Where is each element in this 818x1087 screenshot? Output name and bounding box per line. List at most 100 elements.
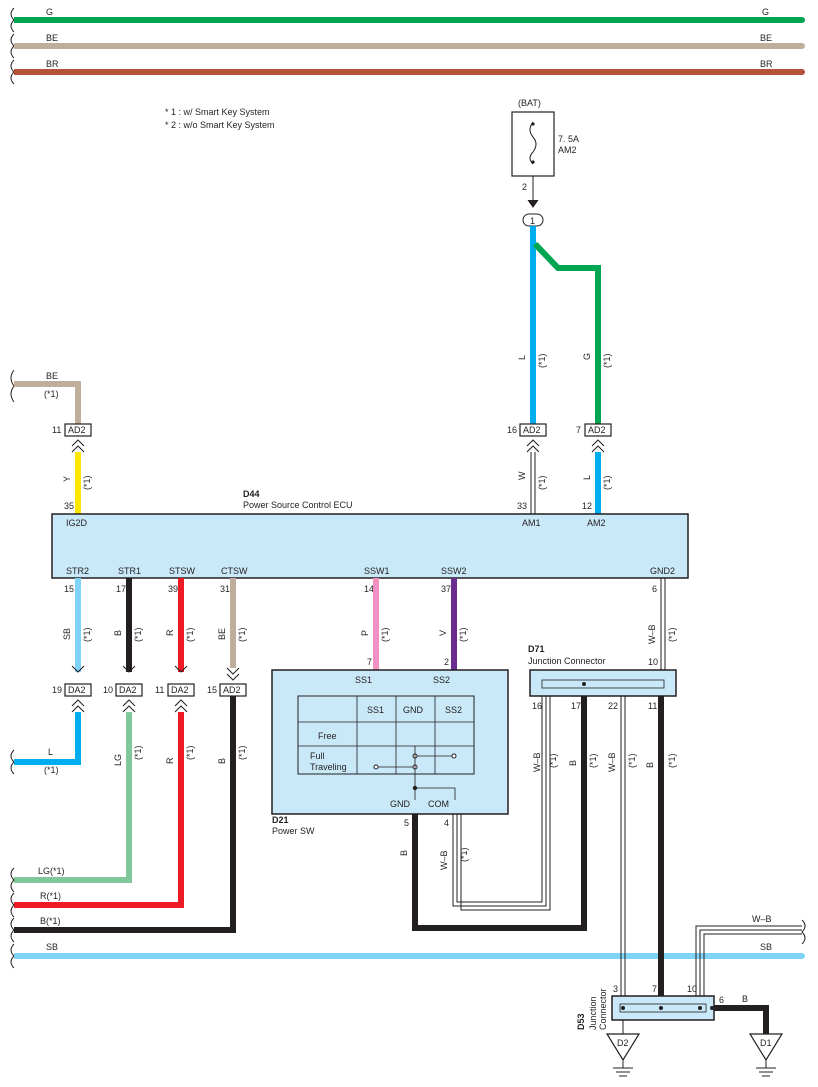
mark-p: (*1) <box>380 627 390 642</box>
top-bus-g: G G <box>10 7 805 33</box>
wire-wb-com: W–B <box>439 850 449 870</box>
mark-v: (*1) <box>458 627 468 642</box>
mark-be-in: (*1) <box>44 389 59 399</box>
wire-r-stsw: R <box>165 629 175 636</box>
bus-label-g-left: G <box>46 7 53 17</box>
sw-id: D21 <box>272 815 289 825</box>
wire-be-in: BE <box>46 371 58 381</box>
wire-wb-gnd2: W–B <box>647 624 657 644</box>
wire-v: V <box>438 630 448 636</box>
conn-ctsw-code: AD2 <box>223 685 241 695</box>
conn-am2-code: AD2 <box>588 425 606 435</box>
wire-l-am2: L <box>582 475 592 480</box>
bus-sb-right: SB <box>760 942 772 952</box>
wire-b-d53: B <box>742 994 748 1004</box>
bus-label-br-right: BR <box>760 59 773 69</box>
conn-str1: DA2 10 <box>103 665 143 713</box>
pin-ssw2: 37 <box>441 584 451 594</box>
d71-name: Junction Connector <box>528 656 606 666</box>
sw-row-full-1: Full <box>310 751 325 761</box>
term-gnd2: GND2 <box>650 566 675 576</box>
conn-ctsw-pin: 15 <box>207 685 217 695</box>
ground-d2: D2 <box>605 1020 641 1077</box>
wire-b-gnd: B <box>399 850 409 856</box>
bus-lg: LG(*1) <box>38 866 65 876</box>
d53-id: D53 <box>576 1013 586 1030</box>
wire-b-ctsw: B <box>217 758 227 764</box>
wire-lg: LG <box>113 754 123 766</box>
top-bus-br: BR BR <box>10 59 805 85</box>
wire-be-ctsw: BE <box>217 628 227 640</box>
bus-r: R(*1) <box>40 891 61 901</box>
wire-l-up: L <box>517 355 527 360</box>
conn-am2: AD2 7 <box>576 423 612 453</box>
term-am1: AM1 <box>522 518 541 528</box>
note-1: * 1 : w/ Smart Key System <box>165 107 270 117</box>
conn-str2: DA2 19 <box>52 665 92 713</box>
mark-sb: (*1) <box>82 627 92 642</box>
pin-stsw: 39 <box>168 584 178 594</box>
sw-gnd-label: GND <box>390 799 411 809</box>
conn-str2-code: DA2 <box>68 685 86 695</box>
sw-row-full-2: Traveling <box>310 762 347 772</box>
sw-gnd-pin: 5 <box>404 818 409 828</box>
ground-d2-label: D2 <box>617 1038 629 1048</box>
ecu-id: D44 <box>243 489 260 499</box>
d71-pin-top: 10 <box>648 657 658 667</box>
conn-am2-pin: 7 <box>576 425 581 435</box>
conn-stsw: DA2 11 <box>155 665 195 713</box>
fuse-name: AM2 <box>558 145 577 155</box>
conn-ctsw: AD2 15 <box>207 683 247 697</box>
wire-b-str1: B <box>113 630 123 636</box>
sw-col-gnd: GND <box>403 705 424 715</box>
d53-name2: Connector <box>598 988 608 1030</box>
conn-ig2d-code: AD2 <box>68 425 86 435</box>
wire-r-low: R <box>165 757 175 764</box>
term-ssw2: SSW2 <box>441 566 467 576</box>
mark-b-str1: (*1) <box>133 627 143 642</box>
sw-com-pin: 4 <box>444 818 449 828</box>
mark-wb-22: (*1) <box>627 753 637 768</box>
term-str2: STR2 <box>66 566 89 576</box>
fuse-pin: 2 <box>522 182 527 192</box>
term-am2: AM2 <box>587 518 606 528</box>
wire-b-11: B <box>645 762 655 768</box>
sw-col-ss1: SS1 <box>367 705 384 715</box>
mark-be-ctsw: (*1) <box>237 627 247 642</box>
d71-pin-22: 22 <box>608 701 618 711</box>
mark-r-stsw: (*1) <box>185 627 195 642</box>
d53-name1: Junction <box>588 996 598 1030</box>
pin-str2: 15 <box>64 584 74 594</box>
mark-l-am2: (*1) <box>602 475 612 490</box>
ecu-d44: D44 Power Source Control ECU IG2D AM1 AM… <box>51 489 689 579</box>
conn-str1-pin: 10 <box>103 685 113 695</box>
wire-p: P <box>360 630 370 636</box>
wire-wb-16: W–B <box>532 752 542 772</box>
sw-col-ss2: SS2 <box>445 705 462 715</box>
d71-pin-11: 11 <box>648 701 657 711</box>
d53-pin-3: 3 <box>613 984 618 994</box>
mark-wb-16: (*1) <box>548 753 558 768</box>
sw-ss2-label: SS2 <box>433 675 450 685</box>
pin-am1: 33 <box>517 501 527 511</box>
term-ig2d: IG2D <box>66 518 88 528</box>
power-sw-d21: SS1 SS2 SS1 GND SS2 Free Full Traveling … <box>271 669 509 836</box>
d53-pin-7: 7 <box>652 984 657 994</box>
mark-l-up: (*1) <box>537 353 547 368</box>
conn-stsw-pin: 11 <box>155 685 164 695</box>
bus-label-br-left: BR <box>46 59 59 69</box>
mark-b-11: (*1) <box>667 753 677 768</box>
pin-ig2d: 35 <box>64 501 74 511</box>
d53-junction: 3 7 10 6 D53 Junction Connector <box>576 984 724 1030</box>
wire-l-in: L <box>48 747 53 757</box>
mark-l-in: (*1) <box>44 765 59 775</box>
conn-str2-pin: 19 <box>52 685 62 695</box>
term-ssw1: SSW1 <box>364 566 390 576</box>
pin-str1: 17 <box>116 584 126 594</box>
ss2-pin: 2 <box>444 657 449 667</box>
term-ctsw: CTSW <box>221 566 248 576</box>
pin-am2: 12 <box>582 501 592 511</box>
fuse-source: (BAT) <box>518 98 541 108</box>
conn-ig2d-pin: 11 <box>52 425 61 435</box>
